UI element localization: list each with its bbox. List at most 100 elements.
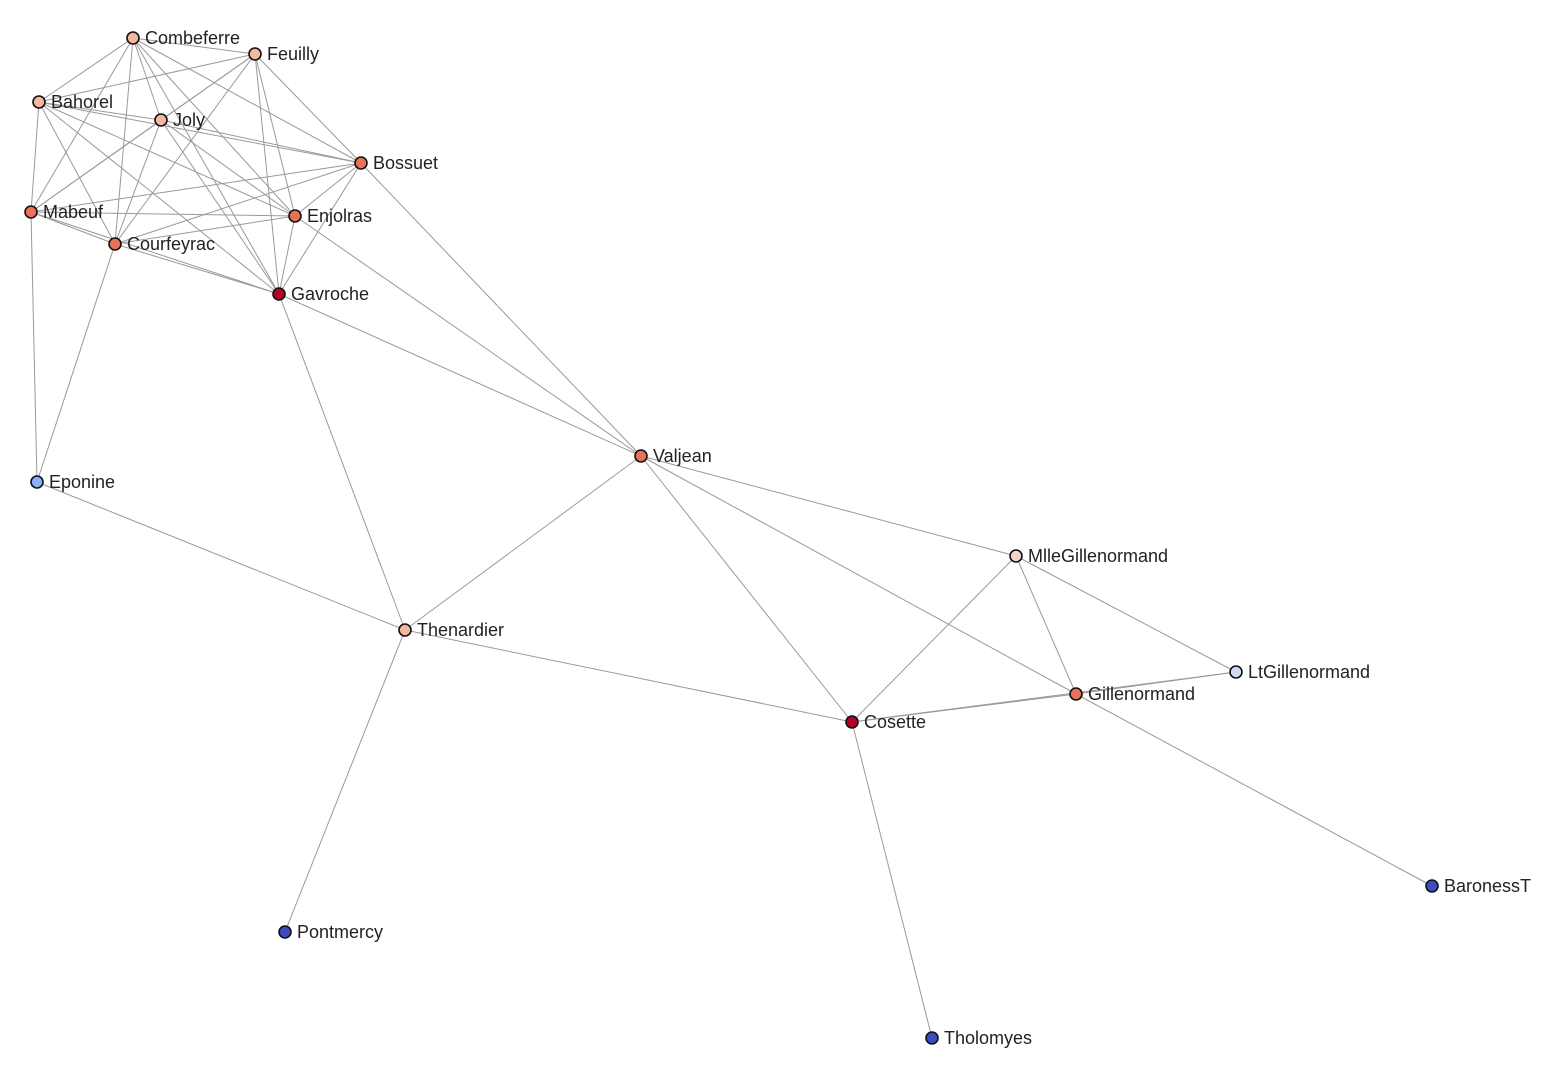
edge-combeferre-gavroche xyxy=(132,37,280,295)
edge-mllegillenormand-ltgillenormand xyxy=(1015,555,1237,673)
node-circle[interactable] xyxy=(1009,549,1023,563)
edge-cosette-tholomyes xyxy=(851,721,933,1039)
node-label: Pontmercy xyxy=(297,922,383,942)
edge-thenardier-pontmercy xyxy=(284,629,406,933)
node-gavroche[interactable]: Gavroche xyxy=(272,284,369,304)
node-circle[interactable] xyxy=(925,1031,939,1045)
node-eponine[interactable]: Eponine xyxy=(30,472,115,492)
node-combeferre[interactable]: Combeferre xyxy=(126,28,240,48)
node-baronesst[interactable]: BaronessT xyxy=(1425,876,1531,896)
node-circle[interactable] xyxy=(288,209,302,223)
node-label: BaronessT xyxy=(1444,876,1531,896)
edge-bossuet-mabeuf xyxy=(30,162,362,213)
node-circle[interactable] xyxy=(1229,665,1243,679)
edge-joly-courfeyrac xyxy=(114,119,162,245)
node-label: Combeferre xyxy=(145,28,240,48)
edge-bahorel-enjolras xyxy=(38,101,296,217)
node-label: Cosette xyxy=(864,712,926,732)
edge-gavroche-thenardier xyxy=(278,293,406,631)
edge-bahorel-gavroche xyxy=(38,101,280,295)
edge-combeferre-enjolras xyxy=(132,37,296,217)
edge-bahorel-bossuet xyxy=(38,101,362,164)
node-circle[interactable] xyxy=(398,623,412,637)
edge-combeferre-joly xyxy=(132,37,162,121)
node-circle[interactable] xyxy=(845,715,859,729)
node-circle[interactable] xyxy=(154,113,168,127)
node-circle[interactable] xyxy=(354,156,368,170)
node-circle[interactable] xyxy=(272,287,286,301)
edge-feuilly-gavroche xyxy=(254,53,280,295)
node-circle[interactable] xyxy=(24,205,38,219)
edge-bahorel-courfeyrac xyxy=(38,101,116,245)
node-label: MlleGillenormand xyxy=(1028,546,1168,566)
edge-gillenormand-baronesst xyxy=(1075,693,1433,887)
edge-combeferre-feuilly xyxy=(132,37,256,55)
node-circle[interactable] xyxy=(32,95,46,109)
edge-joly-gavroche xyxy=(160,119,280,295)
edge-valjean-mllegillenormand xyxy=(640,455,1017,557)
edge-combeferre-courfeyrac xyxy=(114,37,134,245)
edge-valjean-thenardier xyxy=(404,455,642,631)
node-circle[interactable] xyxy=(1069,687,1083,701)
edge-joly-enjolras xyxy=(160,119,296,217)
node-circle[interactable] xyxy=(126,31,140,45)
edge-bahorel-joly xyxy=(38,101,162,121)
edge-courfeyrac-gavroche xyxy=(114,243,280,295)
node-valjean[interactable]: Valjean xyxy=(634,446,712,466)
node-circle[interactable] xyxy=(634,449,648,463)
edges-layer xyxy=(30,37,1433,1039)
node-cosette[interactable]: Cosette xyxy=(845,712,926,732)
node-label: Thenardier xyxy=(417,620,504,640)
node-label: Bahorel xyxy=(51,92,113,112)
node-courfeyrac[interactable]: Courfeyrac xyxy=(108,234,215,254)
node-label: Joly xyxy=(173,110,205,130)
node-circle[interactable] xyxy=(108,237,122,251)
node-circle[interactable] xyxy=(30,475,44,489)
node-thenardier[interactable]: Thenardier xyxy=(398,620,504,640)
node-label: Gavroche xyxy=(291,284,369,304)
edge-bahorel-mabeuf xyxy=(30,101,40,213)
node-label: Mabeuf xyxy=(43,202,104,222)
edge-combeferre-mabeuf xyxy=(30,37,134,213)
edge-mllegillenormand-cosette xyxy=(851,555,1017,723)
edge-mllegillenormand-gillenormand xyxy=(1015,555,1077,695)
node-gillenormand[interactable]: Gillenormand xyxy=(1069,684,1195,704)
node-pontmercy[interactable]: Pontmercy xyxy=(278,922,383,942)
edge-enjolras-valjean xyxy=(294,215,642,457)
node-enjolras[interactable]: Enjolras xyxy=(288,206,372,226)
node-bossuet[interactable]: Bossuet xyxy=(354,153,438,173)
node-circle[interactable] xyxy=(278,925,292,939)
edge-gillenormand-cosette xyxy=(851,693,1077,723)
edge-bossuet-enjolras xyxy=(294,162,362,217)
node-tholomyes[interactable]: Tholomyes xyxy=(925,1028,1032,1048)
edge-feuilly-bahorel xyxy=(38,53,256,103)
edge-bossuet-valjean xyxy=(360,162,642,457)
edge-thenardier-cosette xyxy=(404,629,853,723)
edge-feuilly-bossuet xyxy=(254,53,362,164)
node-label: Feuilly xyxy=(267,44,319,64)
edge-bossuet-gavroche xyxy=(278,162,362,295)
node-circle[interactable] xyxy=(1425,879,1439,893)
node-mllegillenormand[interactable]: MlleGillenormand xyxy=(1009,546,1168,566)
edge-valjean-gillenormand xyxy=(640,455,1077,695)
node-bahorel[interactable]: Bahorel xyxy=(32,92,113,112)
node-label: Valjean xyxy=(653,446,712,466)
node-mabeuf[interactable]: Mabeuf xyxy=(24,202,104,222)
node-label: Eponine xyxy=(49,472,115,492)
node-circle[interactable] xyxy=(248,47,262,61)
edge-gavroche-valjean xyxy=(278,293,642,457)
edge-enjolras-courfeyrac xyxy=(114,215,296,245)
node-feuilly[interactable]: Feuilly xyxy=(248,44,319,64)
node-joly[interactable]: Joly xyxy=(154,110,205,130)
edge-combeferre-bossuet xyxy=(132,37,362,164)
edge-joly-mabeuf xyxy=(30,119,162,213)
edge-eponine-thenardier xyxy=(36,481,406,631)
edge-combeferre-bahorel xyxy=(38,37,134,103)
edge-enjolras-gavroche xyxy=(278,215,296,295)
node-ltgillenormand[interactable]: LtGillenormand xyxy=(1229,662,1370,682)
edge-mabeuf-enjolras xyxy=(30,211,296,217)
nodes-layer: CombeferreFeuillyBahorelJolyBossuetMabeu… xyxy=(24,28,1531,1048)
edge-bossuet-courfeyrac xyxy=(114,162,362,245)
edge-mabeuf-eponine xyxy=(30,211,38,483)
node-label: Enjolras xyxy=(307,206,372,226)
